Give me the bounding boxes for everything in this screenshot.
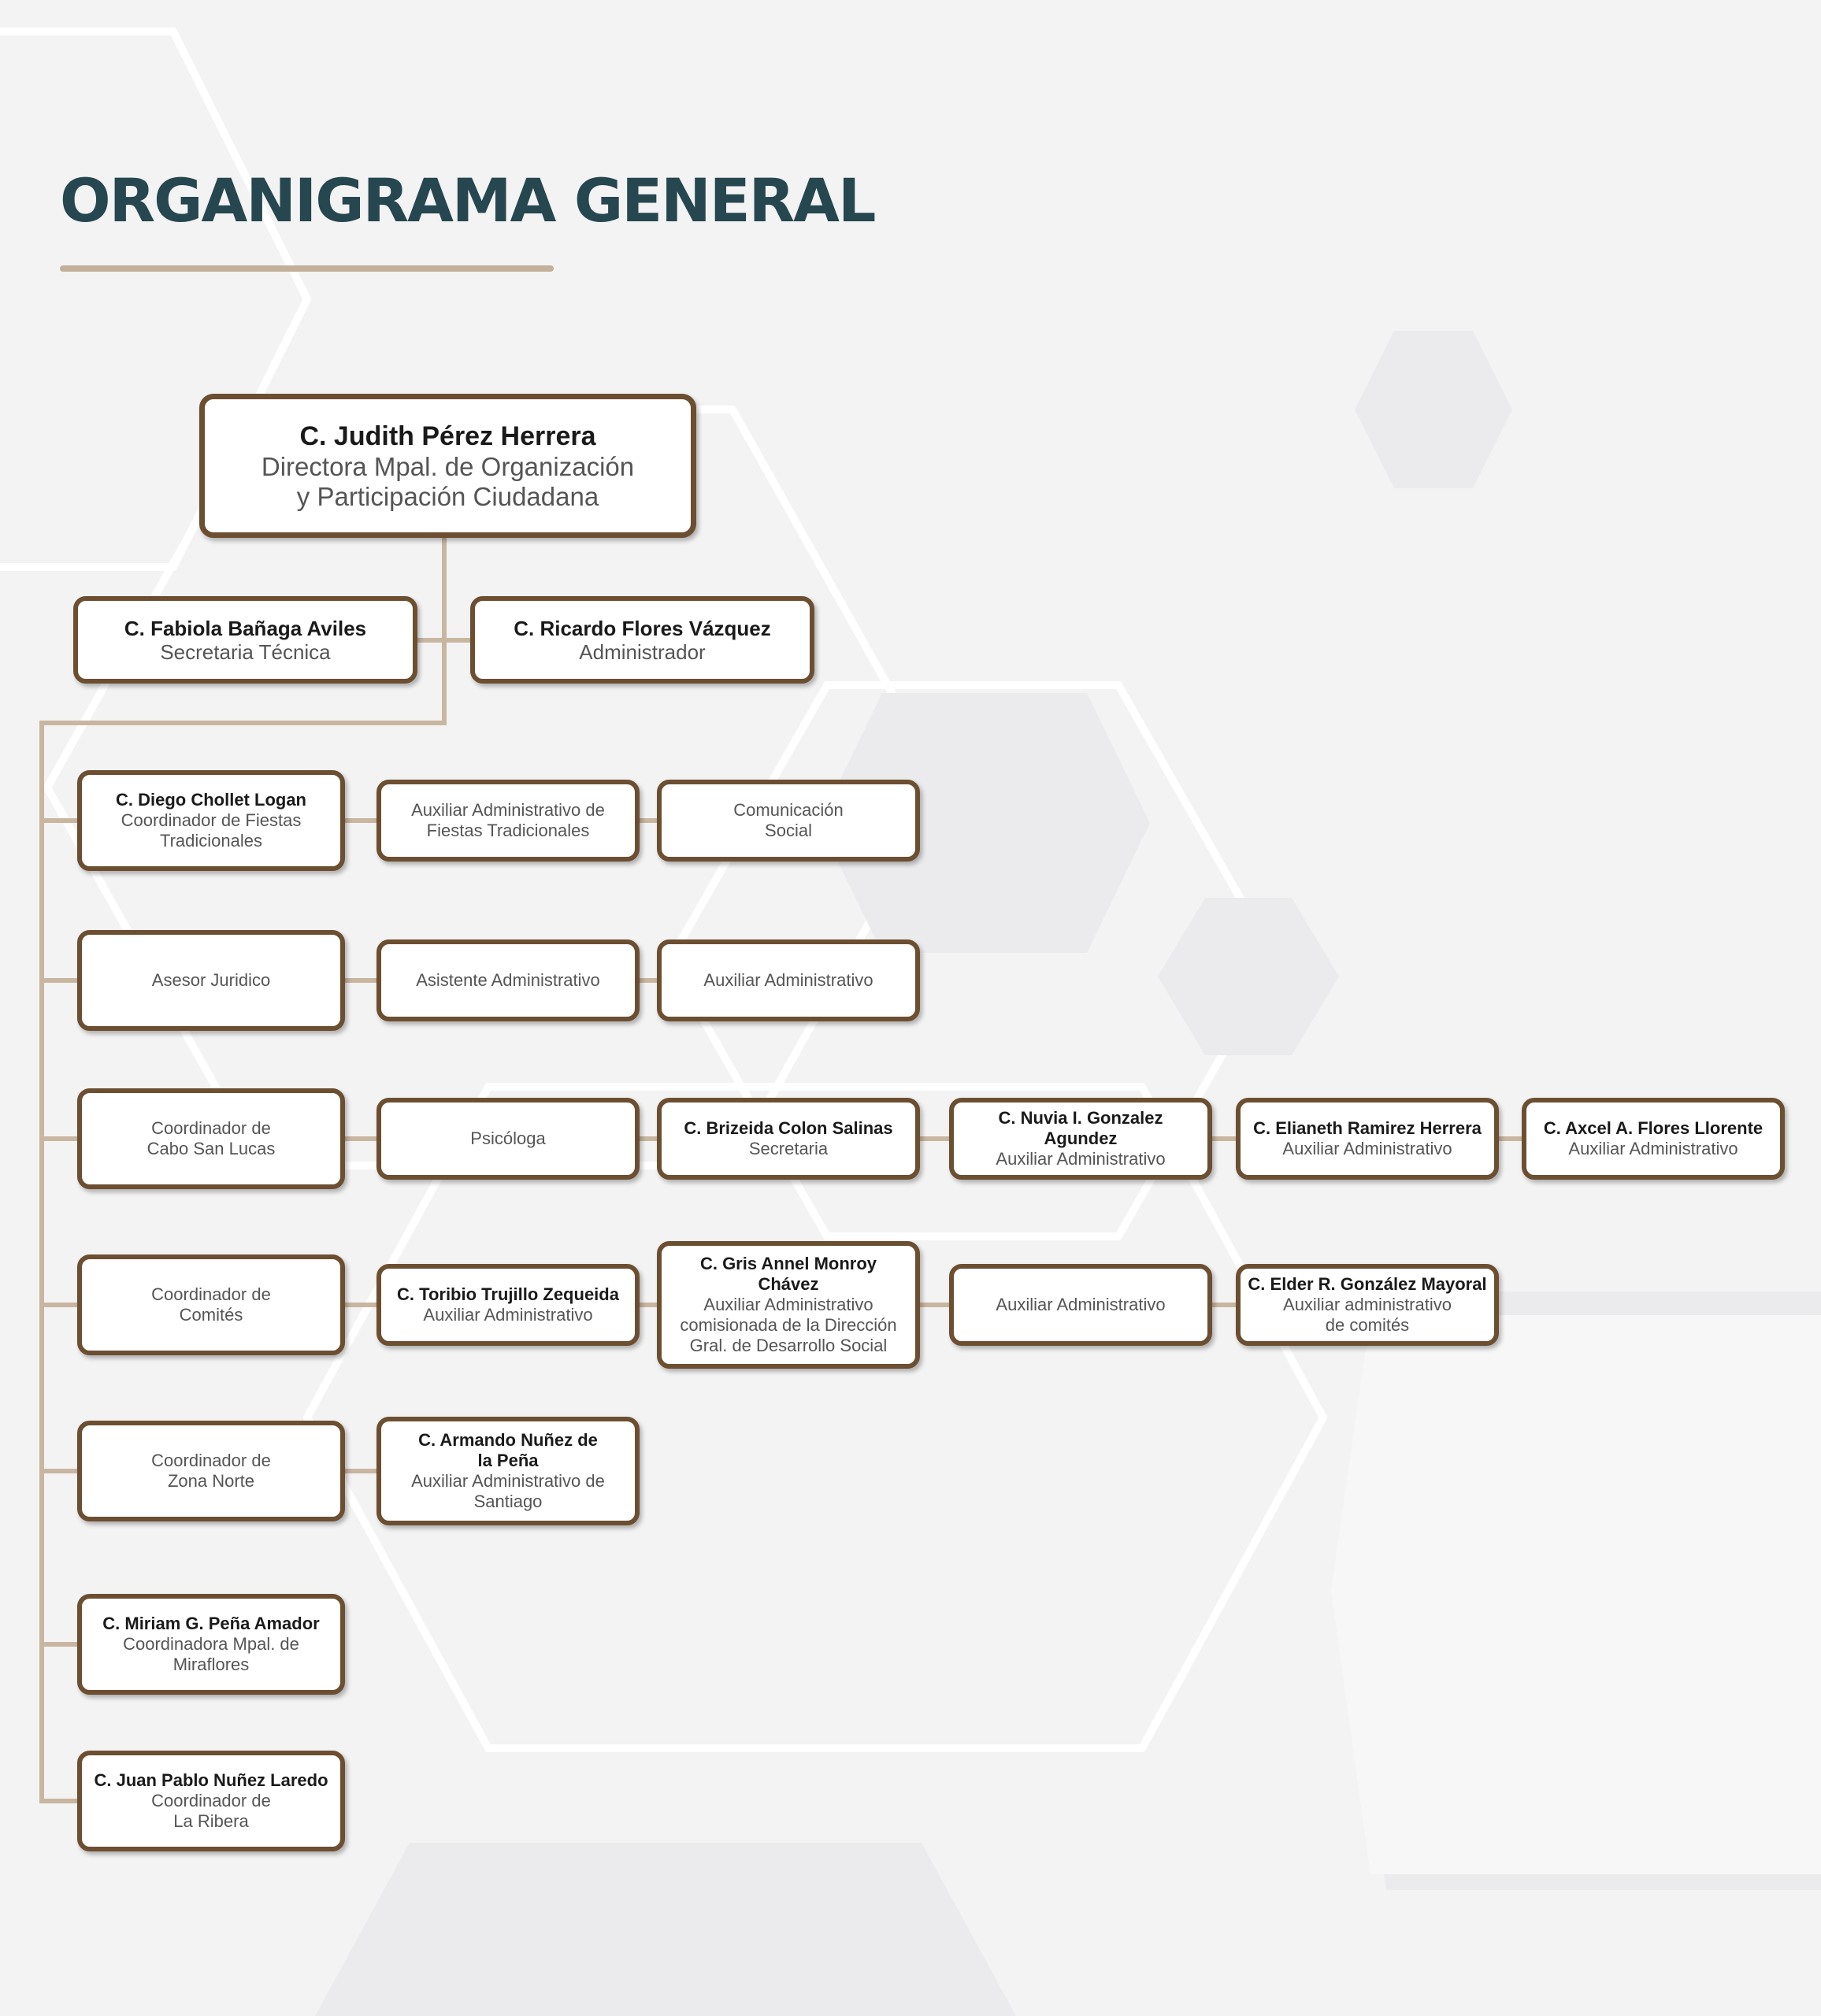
person-role: Auxiliar Administrativo	[996, 1149, 1166, 1169]
page-title: ORGANIGRAMA GENERAL	[60, 165, 876, 235]
person-role: Asistente Administrativo	[416, 970, 600, 990]
person-role: Administrador	[579, 639, 706, 664]
person-name: C. Elianeth Ramirez Herrera	[1253, 1118, 1482, 1138]
person-name: C. Ricardo Flores Vázquez	[514, 616, 771, 640]
position-box-r4-c4: Auxiliar Administrativo	[949, 1264, 1212, 1346]
position-box-r3-c2: Psicóloga	[376, 1098, 640, 1180]
person-name: C. Judith Pérez Herrera	[299, 421, 596, 451]
person-role: Secretaria Técnica	[160, 639, 331, 664]
person-name: C. Juan Pablo Nuñez Laredo	[94, 1770, 328, 1790]
person-role: Psicóloga	[470, 1128, 546, 1148]
person-role: Auxiliar Administrativo	[1568, 1139, 1738, 1158]
position-box-r2-c1: Asesor Juridico	[77, 930, 345, 1031]
person-name: C. Miriam G. Peña Amador	[102, 1614, 320, 1633]
title-underline	[60, 265, 554, 272]
person-name: C. Axcel A. Flores Llorente	[1543, 1118, 1764, 1138]
person-name: C. Fabiola Bañaga Aviles	[124, 616, 367, 640]
person-role: Secretaria	[748, 1139, 829, 1158]
person-name: C. Diego Chollet Logan	[116, 790, 306, 810]
person-name: C. Toribio Trujillo Zequeida	[397, 1284, 619, 1304]
person-name: C. Brizeida Colon Salinas	[684, 1118, 893, 1138]
person-role: Auxiliar Administrativo	[703, 970, 873, 990]
person-name: C. Elder R. González Mayoral	[1248, 1274, 1487, 1294]
person-role: Auxiliar Administrativo	[1282, 1139, 1452, 1158]
position-box-r2-c2: Asistente Administrativo	[376, 939, 640, 1021]
person-role: Auxiliar Administrativo	[423, 1305, 593, 1325]
position-box-r2-c3: Auxiliar Administrativo	[657, 939, 920, 1021]
person-role: Asesor Juridico	[151, 970, 271, 990]
person-role: Auxiliar Administrativo	[996, 1295, 1166, 1314]
